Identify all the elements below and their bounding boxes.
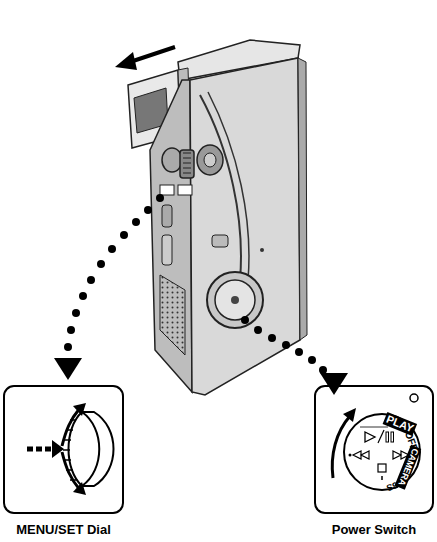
callout-caption: Power Switch xyxy=(332,522,417,537)
callout-caption: MENU/SET Dial xyxy=(16,522,111,537)
menu-dial-callout: MENU/SET Dial xyxy=(3,385,124,514)
